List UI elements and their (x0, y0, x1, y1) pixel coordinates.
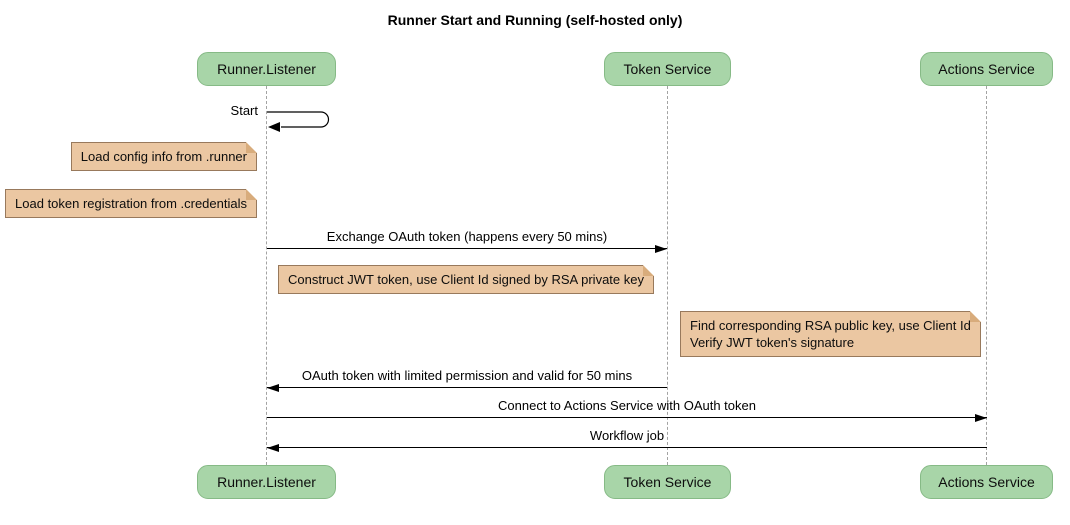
note-load-config: Load config info from .runner (70, 142, 258, 171)
message-workflow-job-line (267, 444, 987, 452)
message-workflow-job-label: Workflow job (589, 428, 665, 443)
diagram-title: Runner Start and Running (self-hosted on… (387, 12, 683, 28)
participant-actions-service-top: Actions Service (920, 52, 1053, 86)
message-oauth-return: OAuth token with limited permission and … (267, 368, 667, 392)
message-workflow-job: Workflow job (267, 428, 987, 452)
note-load-token-registration: Load token registration from .credential… (5, 189, 257, 218)
arrowhead-right-icon (655, 245, 667, 253)
message-oauth-return-label: OAuth token with limited permission and … (301, 368, 633, 383)
participant-runner-listener-bottom: Runner.Listener (197, 465, 336, 499)
message-connect-actions-line (267, 414, 987, 422)
lifeline-runner-listener (266, 86, 267, 465)
message-start-label: Start (230, 103, 258, 118)
message-oauth-return-line (267, 384, 667, 392)
message-exchange-oauth-line (267, 245, 667, 253)
note-construct-jwt: Construct JWT token, use Client Id signe… (278, 265, 654, 294)
arrowhead-left-icon (268, 122, 280, 132)
participant-runner-listener-top: Runner.Listener (197, 52, 336, 86)
message-exchange-oauth: Exchange OAuth token (happens every 50 m… (267, 229, 667, 253)
participant-token-service-bottom: Token Service (604, 465, 731, 499)
message-start-self-arrow (267, 111, 330, 132)
note-find-rsa-verify: Find corresponding RSA public key, use C… (680, 311, 981, 357)
arrowhead-left-icon (267, 444, 279, 452)
arrowhead-left-icon (267, 384, 279, 392)
message-exchange-oauth-label: Exchange OAuth token (happens every 50 m… (326, 229, 608, 244)
participant-actions-service-bottom: Actions Service (920, 465, 1053, 499)
arrowhead-right-icon (975, 414, 987, 422)
participant-token-service-top: Token Service (604, 52, 731, 86)
lifeline-actions-service (986, 86, 987, 465)
message-connect-actions: Connect to Actions Service with OAuth to… (267, 398, 987, 422)
message-connect-actions-label: Connect to Actions Service with OAuth to… (498, 398, 756, 413)
lifeline-token-service (667, 86, 668, 465)
